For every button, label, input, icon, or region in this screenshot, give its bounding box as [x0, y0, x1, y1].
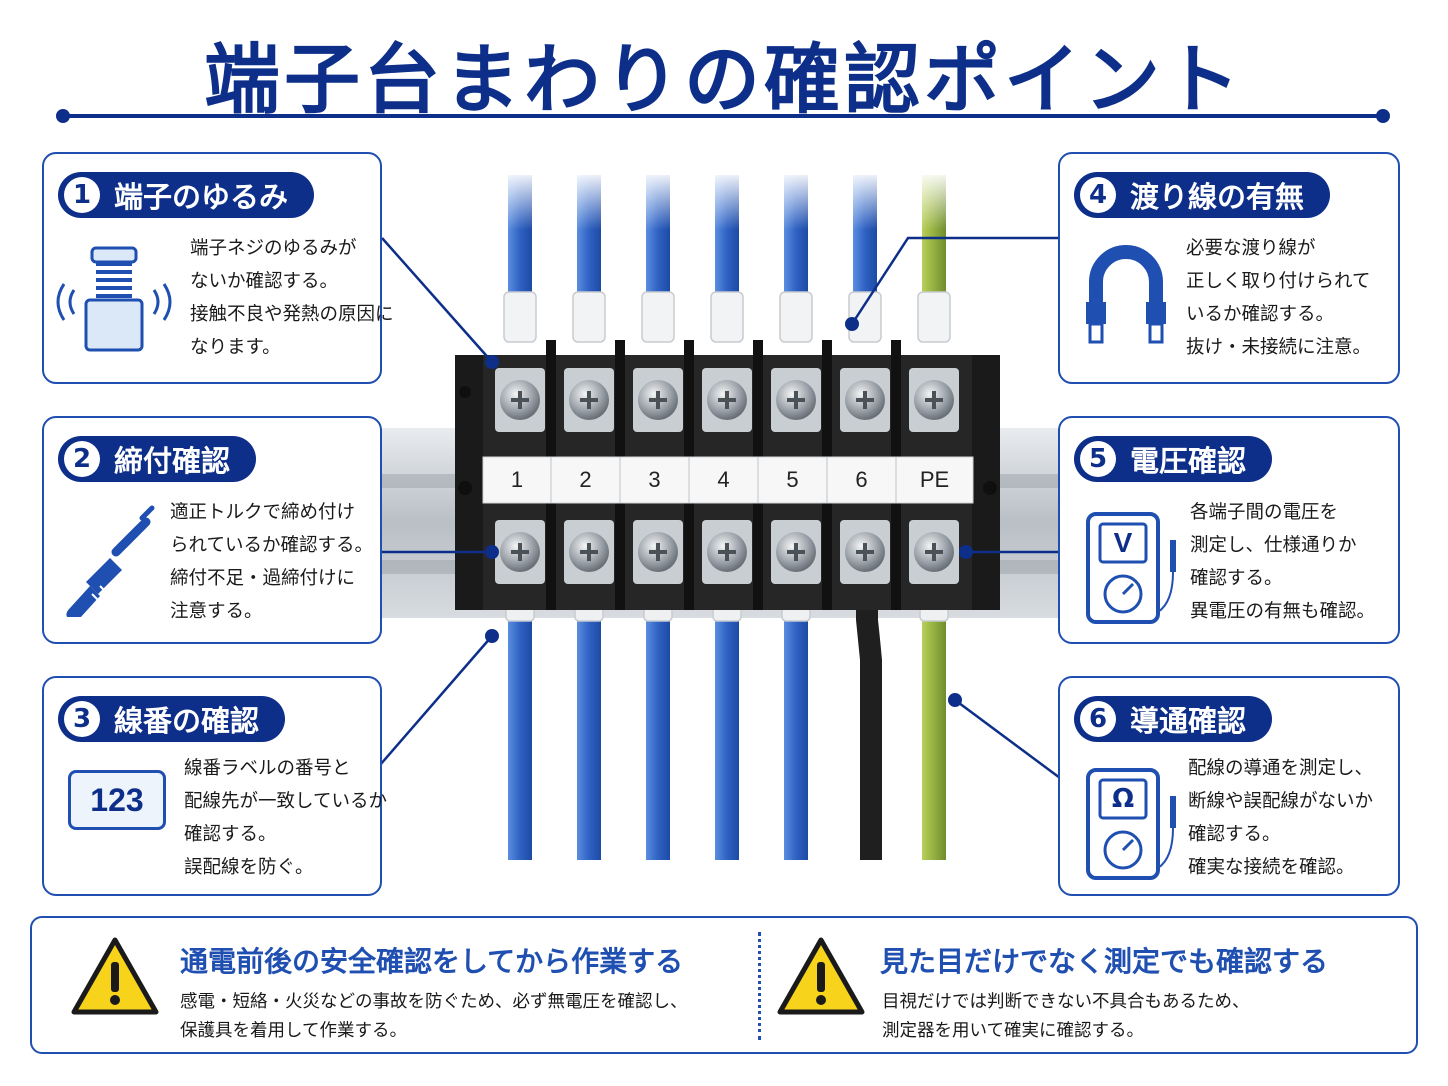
card-line: 抜け・未接続に注意。	[1186, 337, 1372, 358]
card-title: 電圧確認	[1130, 444, 1247, 478]
leader-lines	[379, 236, 1061, 780]
page-title: 端子台まわりの確認ポイント	[204, 35, 1244, 124]
jumper-wire-icon	[1086, 245, 1166, 344]
card-line: 各端子間の電圧を	[1190, 502, 1339, 523]
panel-divider	[758, 932, 761, 1040]
card-line: 確認する。	[184, 824, 277, 845]
card-loose-terminal: 1 端子のゆるみ 端子ネジのゆるみが ないか確認する。 接触不良や発熱の原因に …	[42, 152, 394, 384]
card-line: いるか確認する。	[1186, 304, 1335, 325]
card-line: 誤配線を防ぐ。	[184, 857, 314, 878]
terminal-label: 4	[717, 467, 730, 492]
card-title: 線番の確認	[114, 704, 260, 738]
terminal-label: 3	[648, 467, 661, 492]
terminal-label: 5	[786, 467, 799, 492]
card-title-pill: 2 締付確認	[58, 436, 257, 482]
wires-bottom	[508, 590, 946, 860]
voltmeter-icon: V	[1084, 510, 1184, 630]
card-line: 配線の導通を測定し、	[1188, 758, 1374, 779]
card-line: 断線や誤配線がないか	[1188, 791, 1374, 812]
card-number: 6	[1080, 701, 1116, 737]
screwdriver-icon	[66, 505, 155, 617]
screws-bottom	[495, 520, 959, 584]
card-title: 締付確認	[114, 444, 231, 478]
ohmmeter-symbol: Ω	[1111, 784, 1135, 814]
leader-dots	[485, 317, 973, 707]
card-line: 線番ラベルの番号と	[184, 758, 351, 779]
card-number: 5	[1080, 441, 1116, 477]
card-line: 確認する。	[1190, 568, 1283, 589]
card-title-pill: 4 渡り線の有無	[1074, 172, 1331, 218]
card-wire-number: 3 線番の確認 123 線番ラベルの番号と 配線先が一致しているか 確認する。 …	[42, 676, 387, 896]
card-voltage-check: 5 電圧確認 V 各端子間の電圧を 測定し、仕様通りか 確認する。 異電圧の有無…	[1058, 416, 1400, 644]
card-title-pill: 5 電圧確認	[1074, 436, 1273, 482]
card-title: 導通確認	[1130, 704, 1247, 738]
ohmmeter-icon: Ω	[1084, 766, 1184, 886]
card-number: 4	[1080, 177, 1116, 213]
card-title-pill: 3 線番の確認	[58, 696, 286, 742]
loose-screw-icon	[56, 246, 172, 352]
safety-notice-panel: 通電前後の安全確認をしてから作業する 感電・短絡・火災などの事故を防ぐため、必ず…	[30, 916, 1418, 1054]
card-title: 渡り線の有無	[1130, 180, 1305, 214]
title-underline	[64, 114, 1384, 118]
card-line: 確実な接続を確認。	[1188, 857, 1355, 878]
screws-top	[495, 368, 959, 432]
ferrules-top	[503, 291, 951, 343]
card-number: 1	[64, 177, 100, 213]
card-line: られているか確認する。	[170, 535, 373, 556]
terminal-label: 6	[855, 467, 868, 492]
warning-line: 測定器を用いて確実に確認する。	[882, 1021, 1144, 1041]
label-123-icon: 123	[68, 770, 166, 830]
terminal-label: 2	[579, 467, 592, 492]
terminal-label: 1	[510, 467, 524, 492]
card-title-pill: 6 導通確認	[1074, 696, 1273, 742]
card-jumper-wire: 4 渡り線の有無 必要な渡り線が 正しく取り付けられて いるか確認する。 抜け・…	[1058, 152, 1400, 384]
card-number: 3	[64, 701, 100, 737]
card-number: 2	[64, 441, 100, 477]
card-line: 適正トルクで締め付け	[170, 502, 356, 523]
marker-strip	[482, 456, 974, 504]
card-line: 配線先が一致しているか	[184, 791, 387, 812]
warning-heading: 通電前後の安全確認をしてから作業する	[180, 945, 684, 978]
warning-heading: 見た目だけでなく測定でも確認する	[880, 945, 1329, 978]
terminal-label: PE	[919, 467, 950, 492]
label-icon-text: 123	[90, 781, 144, 818]
card-line: 締付不足・過締付けに	[170, 568, 356, 589]
title-rule-left-dot	[56, 109, 70, 123]
warning-line: 感電・短絡・火災などの事故を防ぐため、必ず無電圧を確認し、	[180, 992, 688, 1012]
terminal-labels: 1 2 3 4 5 6 PE	[483, 457, 973, 503]
title-rule-right-dot	[1376, 109, 1390, 123]
warning-icon	[71, 937, 159, 1015]
card-line: 接触不良や発熱の原因に	[190, 304, 394, 325]
card-line: 端子ネジのゆるみが	[190, 238, 357, 259]
card-title-pill: 1 端子のゆるみ	[58, 172, 315, 218]
card-line: 測定し、仕様通りか	[1190, 535, 1357, 556]
card-line: 注意する。	[170, 601, 263, 622]
card-tightening: 2 締付確認 適正トルクで締め付け られているか確認する。 締付不足・過締付けに…	[42, 416, 382, 644]
warning-icon	[777, 937, 865, 1015]
card-line: 必要な渡り線が	[1186, 238, 1316, 259]
card-line: ないか確認する。	[190, 271, 339, 292]
card-continuity-check: 6 導通確認 Ω 配線の導通を測定し、 断線や誤配線がないか 確認する。 確実な…	[1058, 676, 1400, 896]
warning-line: 目視だけでは判断できない不具合もあるため、	[882, 992, 1250, 1012]
voltmeter-symbol: V	[1113, 527, 1133, 558]
card-line: 正しく取り付けられて	[1186, 271, 1371, 292]
card-line: 確認する。	[1188, 824, 1281, 845]
card-line: 異電圧の有無も確認。	[1190, 601, 1376, 622]
card-line: なります。	[190, 337, 281, 358]
warning-line: 保護具を着用して作業する。	[180, 1021, 407, 1041]
card-title: 端子のゆるみ	[114, 180, 289, 214]
